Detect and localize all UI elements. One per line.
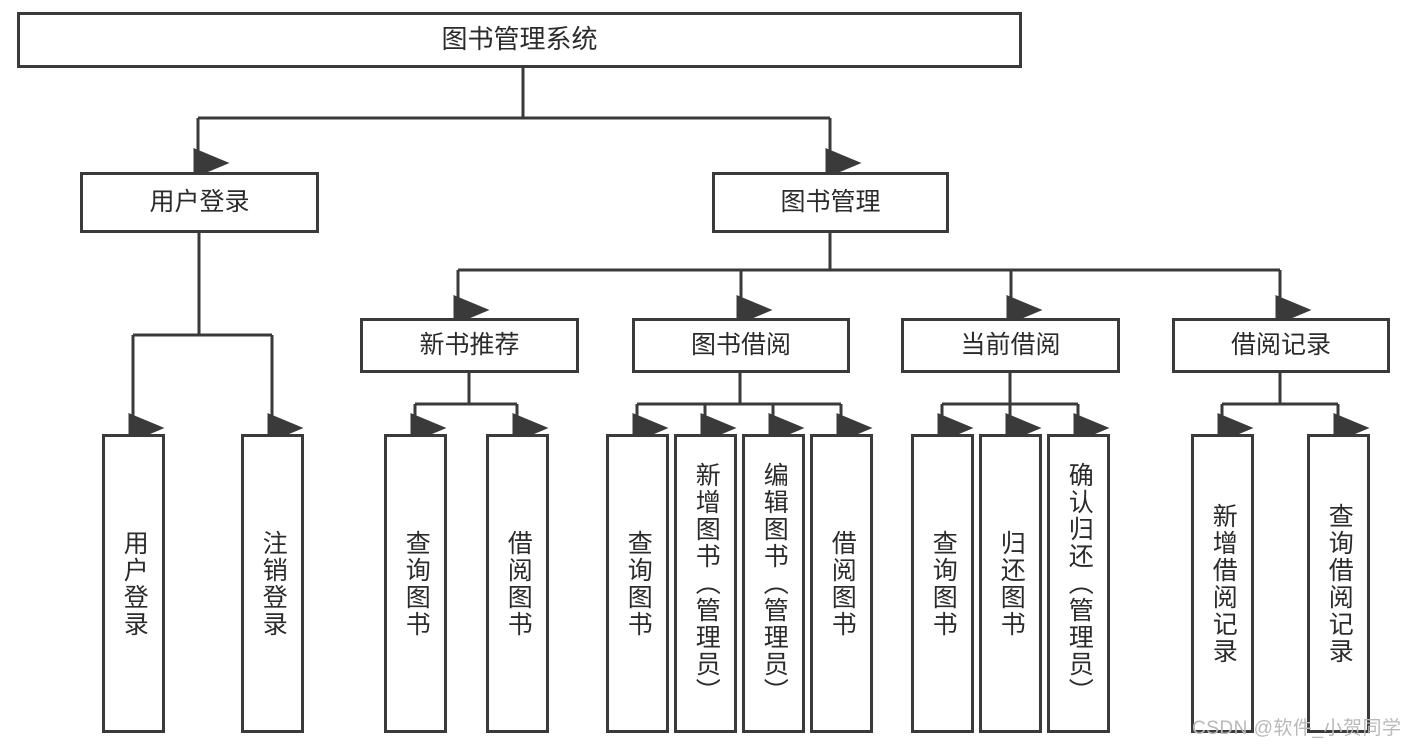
leaf-borrow-edit-book[interactable]: 编辑图书（管理员） — [742, 434, 805, 733]
node-label: 借阅图书 — [828, 529, 857, 638]
node-label: 图书管理系统 — [441, 24, 598, 55]
leaf-current-return-book[interactable]: 归还图书 — [979, 434, 1042, 733]
node-label: 图书管理 — [780, 188, 881, 217]
node-new-book-recommend[interactable]: 新书推荐 — [360, 318, 579, 373]
node-label: 用户登录 — [120, 529, 149, 638]
node-label: 当前借阅 — [960, 331, 1061, 360]
node-label: 用户登录 — [149, 188, 250, 217]
node-root-system[interactable]: 图书管理系统 — [17, 12, 1022, 68]
leaf-borrow-borrow-book[interactable]: 借阅图书 — [810, 434, 873, 733]
node-label: 查询图书 — [624, 529, 653, 638]
node-label: 查询图书 — [402, 529, 431, 638]
csdn-watermark: CSDN @软件_小贺同学 — [1192, 718, 1402, 739]
node-book-borrow[interactable]: 图书借阅 — [632, 318, 850, 373]
leaf-borrow-add-book[interactable]: 新增图书（管理员） — [674, 434, 737, 733]
leaf-new-book-borrow[interactable]: 借阅图书 — [486, 434, 549, 733]
node-label: 编辑图书（管理员） — [760, 462, 789, 705]
leaf-new-book-query[interactable]: 查询图书 — [384, 434, 447, 733]
node-label: 借阅图书 — [504, 529, 533, 638]
node-label: 新增图书（管理员） — [692, 462, 721, 705]
leaf-records-query-record[interactable]: 查询借阅记录 — [1307, 434, 1370, 733]
node-book-management[interactable]: 图书管理 — [712, 172, 949, 233]
leaf-current-query-book[interactable]: 查询图书 — [911, 434, 974, 733]
node-label: 归还图书 — [997, 529, 1026, 638]
node-label: 确认归还（管理员） — [1065, 462, 1094, 705]
node-label: 查询图书 — [929, 529, 958, 638]
node-label: 借阅记录 — [1230, 331, 1331, 360]
leaf-user-login-logout[interactable]: 注销登录 — [241, 434, 304, 733]
node-current-borrow[interactable]: 当前借阅 — [901, 318, 1120, 373]
leaf-records-add-record[interactable]: 新增借阅记录 — [1191, 434, 1254, 733]
leaf-borrow-query-book[interactable]: 查询图书 — [606, 434, 669, 733]
node-label: 查询借阅记录 — [1325, 502, 1354, 665]
leaf-current-confirm-return[interactable]: 确认归还（管理员） — [1047, 434, 1110, 733]
node-label: 注销登录 — [259, 529, 288, 638]
node-user-login[interactable]: 用户登录 — [80, 172, 319, 233]
node-borrow-records[interactable]: 借阅记录 — [1172, 318, 1390, 373]
node-label: 新书推荐 — [419, 331, 520, 360]
leaf-user-login-login[interactable]: 用户登录 — [102, 434, 165, 733]
node-label: 图书借阅 — [690, 331, 791, 360]
node-label: 新增借阅记录 — [1209, 502, 1238, 665]
